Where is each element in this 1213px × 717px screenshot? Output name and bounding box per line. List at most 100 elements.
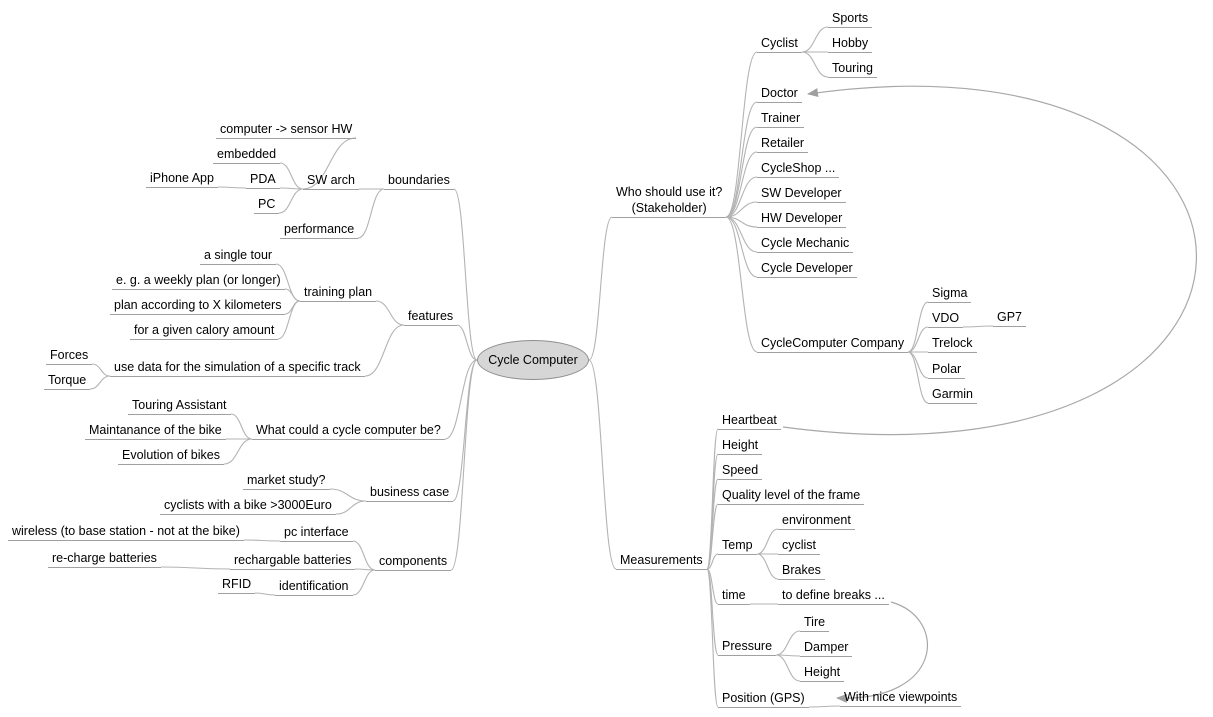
node-embedded[interactable]: embedded — [213, 146, 281, 164]
edge-forces — [91, 363, 111, 377]
node-doctor[interactable]: Doctor — [757, 85, 802, 103]
node-touring-assistant[interactable]: Touring Assistant — [128, 397, 231, 415]
edge-position_gps — [706, 568, 719, 708]
edge-hw_developer — [725, 216, 758, 228]
edge-vdo — [907, 326, 929, 353]
node-measurements[interactable]: Measurements — [616, 552, 707, 570]
node-height[interactable]: Height — [718, 437, 763, 455]
edge-boundaries — [453, 188, 478, 361]
edge-torque — [89, 375, 111, 390]
node-sw-arch[interactable]: SW arch — [303, 172, 359, 190]
node-forces[interactable]: Forces — [46, 347, 93, 365]
edge-height — [706, 453, 719, 570]
edge-iphone_app — [217, 186, 247, 189]
node-torque[interactable]: Torque — [44, 372, 91, 390]
edge-touring — [801, 51, 829, 78]
node-hobby[interactable]: Hobby — [828, 35, 873, 53]
edge-polar — [907, 351, 929, 379]
node-recharge-batteries[interactable]: re-charge batteries — [48, 550, 161, 568]
edge-tire — [775, 630, 801, 656]
node-touring[interactable]: Touring — [828, 60, 877, 78]
node-height-pressure[interactable]: Height — [800, 664, 845, 682]
node-use-data-simulation[interactable]: use data for the simulation of a specifi… — [110, 359, 365, 377]
edge-cycle_developer — [725, 216, 758, 278]
node-with-nice-viewpoints[interactable]: With nice viewpoints — [840, 689, 962, 707]
node-what-could-it-be[interactable]: What could a cycle computer be? — [252, 422, 445, 440]
node-polar[interactable]: Polar — [928, 361, 966, 379]
edge-evolution — [223, 438, 253, 465]
node-plan-x-kilometers[interactable]: plan according to X kilometers — [110, 297, 286, 315]
node-position-gps[interactable]: Position (GPS) — [718, 690, 809, 708]
node-cyclists-3000-euro[interactable]: cyclists with a bike >3000Euro — [160, 497, 336, 515]
node-who-should-use-it[interactable]: Who should use it? (Stakeholder) — [612, 184, 727, 218]
node-brakes[interactable]: Brakes — [778, 562, 825, 580]
node-temp[interactable]: Temp — [718, 537, 757, 555]
node-evolution-of-bikes[interactable]: Evolution of bikes — [118, 447, 224, 465]
node-speed[interactable]: Speed — [718, 462, 763, 480]
node-components[interactable]: components — [375, 553, 452, 571]
node-trelock[interactable]: Trelock — [928, 335, 977, 353]
node-quality-level-frame[interactable]: Quality level of the frame — [718, 487, 865, 505]
node-pc-interface[interactable]: pc interface — [280, 524, 353, 542]
node-sports[interactable]: Sports — [828, 10, 873, 28]
node-rechargable-batteries[interactable]: rechargable batteries — [230, 552, 356, 570]
node-market-study[interactable]: market study? — [243, 472, 330, 490]
root-node-cycle-computer[interactable]: Cycle Computer — [477, 340, 589, 380]
node-cycle-mechanic[interactable]: Cycle Mechanic — [757, 235, 854, 253]
node-features[interactable]: features — [404, 308, 458, 326]
node-cyclist-temp[interactable]: cyclist — [778, 537, 821, 555]
node-boundaries[interactable]: boundaries — [384, 172, 454, 190]
node-maintanance-of-bike[interactable]: Maintanance of the bike — [85, 422, 226, 440]
edge-time — [706, 568, 719, 605]
edge-rfid — [254, 592, 276, 596]
edge-features — [456, 324, 478, 361]
edge-stakeholder — [588, 216, 613, 361]
node-environment[interactable]: environment — [778, 512, 855, 530]
node-trainer[interactable]: Trainer — [757, 110, 805, 128]
node-performance[interactable]: performance — [280, 221, 359, 239]
node-pda[interactable]: PDA — [246, 171, 280, 189]
node-cyclist[interactable]: Cyclist — [757, 35, 802, 53]
node-rfid[interactable]: RFID — [218, 576, 256, 594]
edge-gp7 — [962, 325, 994, 328]
node-identification[interactable]: identification — [275, 578, 353, 596]
edge-speed — [706, 478, 719, 570]
edge-weekly_plan — [284, 288, 301, 302]
node-pressure[interactable]: Pressure — [718, 638, 777, 656]
node-training-plan[interactable]: training plan — [300, 284, 377, 302]
edge-wireless — [243, 539, 281, 542]
edge-sigma — [907, 301, 929, 353]
node-wireless-base-station[interactable]: wireless (to base station - not at the b… — [8, 523, 244, 541]
node-cycle-developer[interactable]: Cycle Developer — [757, 260, 857, 278]
node-weekly-plan[interactable]: e. g. a weekly plan (or longer) — [112, 272, 285, 290]
node-tire[interactable]: Tire — [800, 614, 830, 632]
node-hw-developer[interactable]: HW Developer — [757, 210, 847, 228]
edge-identification — [352, 569, 376, 596]
node-vdo[interactable]: VDO — [928, 310, 964, 328]
edge-pc — [278, 188, 304, 214]
node-to-define-breaks[interactable]: to define breaks ... — [778, 587, 889, 605]
edge-pressure — [706, 568, 719, 656]
node-computer-sensor-hw[interactable]: computer -> sensor HW — [216, 121, 357, 139]
edge-damper — [775, 654, 801, 657]
node-business-case[interactable]: business case — [366, 484, 454, 502]
node-a-single-tour[interactable]: a single tour — [200, 247, 277, 265]
node-time[interactable]: time — [718, 587, 750, 605]
edge-cycleshop — [725, 176, 758, 218]
node-cycleshop[interactable]: CycleShop ... — [757, 160, 840, 178]
node-damper[interactable]: Damper — [800, 639, 853, 657]
edge-environment — [756, 528, 779, 555]
node-sw-developer[interactable]: SW Developer — [757, 185, 846, 203]
node-pc[interactable]: PC — [254, 196, 280, 214]
node-retailer[interactable]: Retailer — [757, 135, 809, 153]
edge-cyclist — [725, 51, 758, 218]
edge-heartbeat — [706, 428, 719, 570]
node-cyclecomputer-company[interactable]: CycleComputer Company — [757, 335, 909, 353]
node-iphone-app[interactable]: iPhone App — [146, 170, 218, 188]
node-calory-amount[interactable]: for a given calory amount — [130, 322, 279, 340]
edge-pc_interface — [352, 540, 376, 571]
node-gp7[interactable]: GP7 — [993, 309, 1027, 327]
node-garmin[interactable]: Garmin — [928, 386, 977, 404]
node-heartbeat[interactable]: Heartbeat — [718, 412, 781, 430]
node-sigma[interactable]: Sigma — [928, 285, 972, 303]
